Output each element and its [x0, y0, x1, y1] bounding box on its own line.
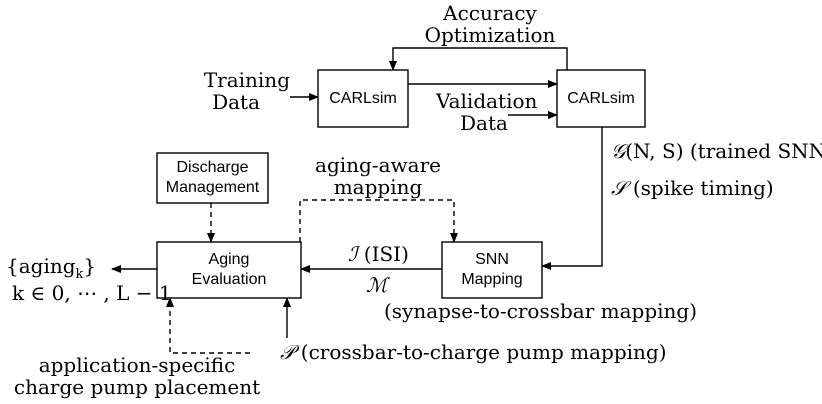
- crossbar-mapping-symbol: ℳ: [366, 273, 388, 297]
- spike-timing-label: 𝒮 (spike timing): [611, 176, 774, 200]
- snn-mapping-box: [441, 241, 543, 299]
- isi-label: ℐ (ISI): [348, 242, 409, 266]
- carlsim-train-box: [317, 69, 409, 128]
- training-data-label: Training Data: [203, 68, 290, 114]
- validation-data-label: Validation Data: [436, 89, 538, 135]
- synapse-mapping-label: (synapse-to-crossbar mapping): [384, 299, 698, 323]
- aging-output-range: k ∈ 0, ⋯ , L − 1: [12, 281, 172, 305]
- snn-mapping-label: SNN Mapping: [461, 251, 523, 288]
- discharge-management-box: [156, 152, 269, 204]
- charge-pump-placement-label: application-specific charge pump placeme…: [13, 353, 261, 399]
- carlsim-train-label: CARLsim: [329, 89, 397, 107]
- trained-snn-arrow: [541, 127, 603, 270]
- pump-mapping-label: 𝒫 (crossbar-to-charge pump mapping): [280, 340, 667, 364]
- placement-arrow: [166, 297, 250, 354]
- aging-aware-mapping-label: aging-aware mapping: [315, 153, 441, 199]
- accuracy-feedback-loop: [389, 47, 568, 71]
- aging-evaluation-label: Aging Evaluation: [191, 251, 267, 288]
- accuracy-optimization-label: Accuracy Optimization: [424, 1, 556, 47]
- discharge-management-label: Discharge Management: [165, 159, 260, 196]
- aging-aware-loop: [299, 199, 458, 243]
- carlsim-validate-label: CARLsim: [567, 89, 635, 107]
- carlsim-validate-box: [556, 69, 646, 128]
- trained-snn-label: 𝒢(N, S) (trained SNN): [611, 139, 822, 163]
- aging-output-set: {agingk}: [6, 254, 97, 282]
